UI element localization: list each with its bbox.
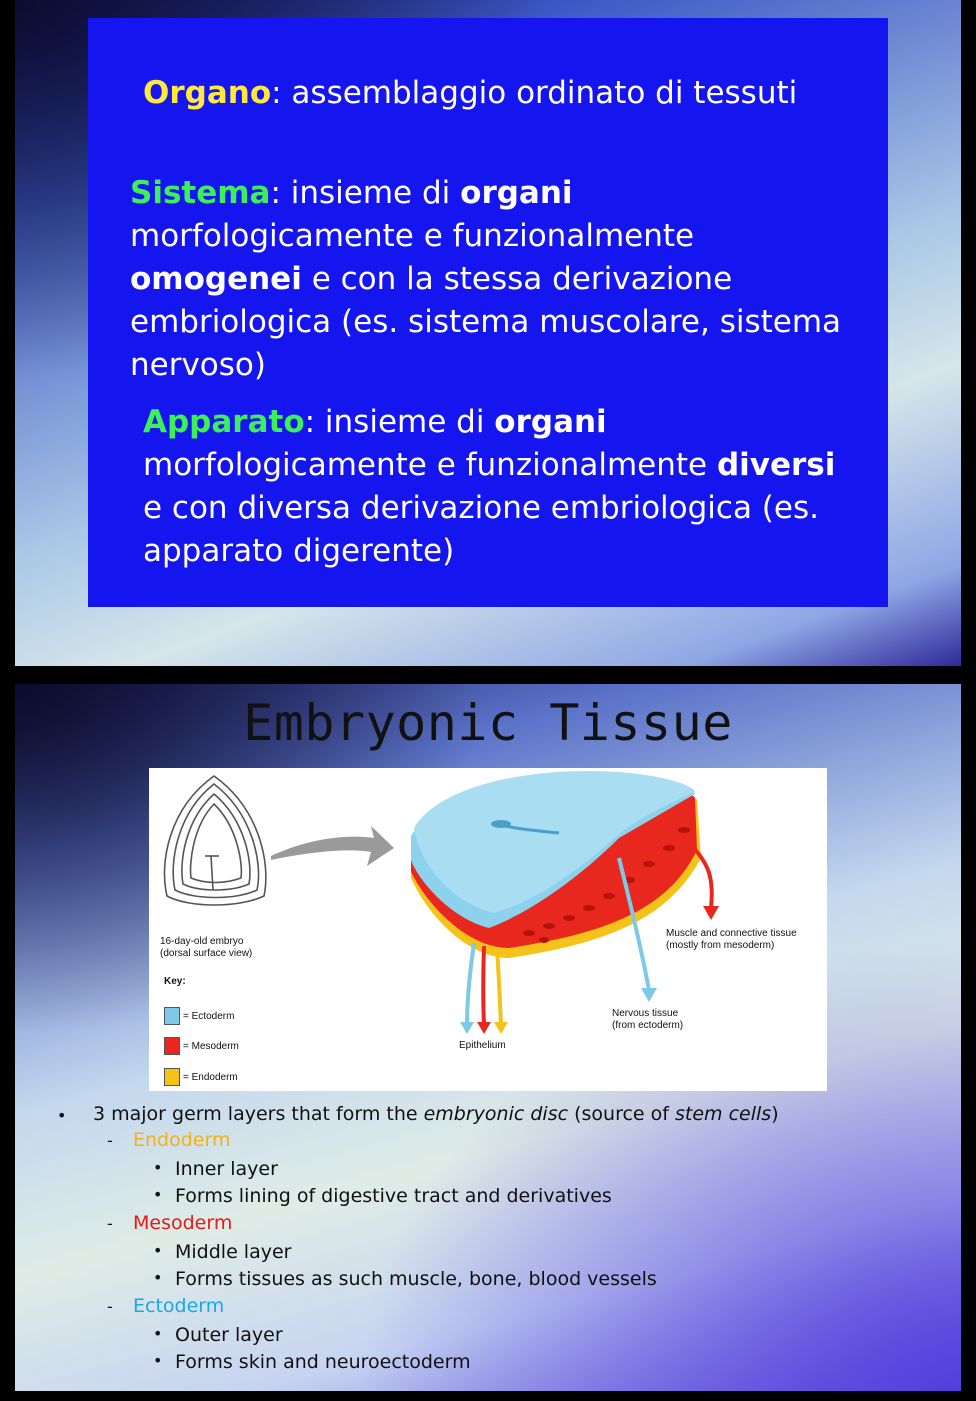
germ-layer-figure: 16-day-old embryo(dorsal surface view) K…	[149, 768, 827, 1091]
sistema-text-5: nervoso)	[130, 347, 266, 383]
muscle-label-line2: (mostly from mesoderm)	[666, 940, 775, 951]
intro-c: )	[771, 1103, 779, 1125]
embryo-outline	[163, 775, 267, 906]
ectoderm-item-1: Outer layer	[175, 1324, 283, 1346]
slide-title: Embryonic Tissue	[243, 694, 733, 752]
embryo-caption-line2: (dorsal surface view)	[160, 948, 253, 959]
ectoderm-top	[414, 770, 695, 913]
intro-a: 3 major germ layers that form the	[93, 1103, 424, 1125]
layer-name-endoderm: Endoderm	[133, 1129, 231, 1151]
intro-em1: embryonic disc	[423, 1103, 569, 1125]
apparato-text-1b: organi	[494, 404, 607, 440]
nervous-label: Nervous tissue(from ectoderm)	[612, 1008, 683, 1032]
sub-bullet: •	[153, 1241, 163, 1260]
embryo-caption-line1: 16-day-old embryo	[160, 936, 244, 947]
dash-mark: -	[107, 1131, 113, 1150]
sub-bullet: •	[153, 1185, 163, 1204]
endoderm-item-1: Inner layer	[175, 1158, 278, 1180]
organo-definition: Organo: assemblaggio ordinato di tessuti	[143, 72, 863, 115]
embryo-diagram	[163, 770, 719, 1034]
endoderm-item-2: Forms lining of digestive tract and deri…	[175, 1185, 612, 1207]
bullet-dot: •	[57, 1106, 67, 1125]
key-endoderm: = Endoderm	[164, 1068, 238, 1086]
sistema-text-3a: omogenei	[130, 261, 302, 297]
definitions-panel	[88, 18, 888, 607]
sistema-text-3b: e con la stessa derivazione	[301, 261, 733, 297]
grey-arrow	[271, 826, 394, 866]
key-ectoderm: = Ectoderm	[164, 1007, 234, 1025]
organo-term: Organo	[143, 75, 272, 111]
ectoderm-item-2: Forms skin and neuroectoderm	[175, 1351, 471, 1373]
sistema-text-4: embriologica (es. sistema muscolare, sis…	[130, 304, 842, 340]
nervous-label-line2: (from ectoderm)	[612, 1020, 684, 1031]
apparato-text-2a: morfologicamente e funzionalmente	[143, 447, 717, 483]
apparato-term: Apparato	[143, 404, 305, 440]
apparato-definition: Apparato: insieme di organi morfologicame…	[143, 401, 868, 573]
key-mesoderm-label: = Mesoderm	[183, 1040, 239, 1052]
apparato-text-4: apparato digerente)	[143, 533, 455, 569]
dash-mark: -	[107, 1214, 113, 1233]
apparato-text-2b: diversi	[716, 447, 836, 483]
apparato-text-3: e con diversa derivazione embriologica (…	[143, 490, 819, 526]
sistema-definition: Sistema: insieme di organi morfologicamen…	[130, 172, 870, 387]
key-endoderm-label: = Endoderm	[183, 1071, 238, 1083]
mesoderm-swatch	[164, 1037, 180, 1055]
sub-bullet: •	[153, 1158, 163, 1177]
key-ectoderm-label: = Ectoderm	[183, 1010, 235, 1022]
intro-b: (source of	[568, 1103, 675, 1125]
layer-name-ectoderm: Ectoderm	[133, 1295, 225, 1317]
muscle-label: Muscle and connective tissue(mostly from…	[666, 928, 797, 952]
sistema-term: Sistema	[130, 175, 271, 211]
endoderm-swatch	[164, 1068, 180, 1086]
key-mesoderm: = Mesoderm	[164, 1037, 239, 1055]
sub-bullet: •	[153, 1324, 163, 1343]
slide-embryonic-tissue: Embryonic Tissue	[15, 684, 961, 1391]
apparato-text-1a: : insieme di	[304, 404, 495, 440]
muscle-label-line1: Muscle and connective tissue	[666, 928, 797, 939]
dash-mark: -	[107, 1297, 113, 1316]
embryo-caption: 16-day-old embryo(dorsal surface view)	[160, 936, 252, 960]
intro-line: 3 major germ layers that form the embryo…	[93, 1102, 779, 1126]
organo-text: : assemblaggio ordinato di tessuti	[271, 75, 798, 111]
sistema-text-1b: organi	[460, 175, 573, 211]
mesoderm-item-1: Middle layer	[175, 1241, 292, 1263]
sistema-text-2: morfologicamente e funzionalmente	[130, 218, 695, 254]
epithelium-label: Epithelium	[459, 1040, 506, 1051]
layer-name-mesoderm: Mesoderm	[133, 1212, 233, 1234]
mesoderm-item-2: Forms tissues as such muscle, bone, bloo…	[175, 1268, 657, 1290]
ectoderm-swatch	[164, 1007, 180, 1025]
intro-em2: stem cells	[675, 1103, 772, 1125]
nervous-label-line1: Nervous tissue	[612, 1008, 679, 1019]
sistema-text-1a: : insieme di	[270, 175, 461, 211]
slide-organ-definitions: Organo: assemblaggio ordinato di tessuti…	[15, 0, 961, 666]
sub-bullet: •	[153, 1351, 163, 1370]
sub-bullet: •	[153, 1268, 163, 1287]
key-label: Key:	[164, 976, 186, 987]
